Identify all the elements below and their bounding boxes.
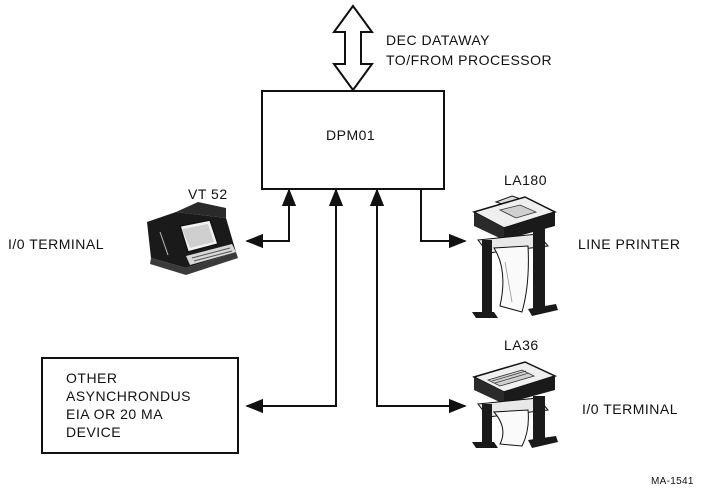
la180-role-label: LINE PRINTER — [578, 236, 681, 252]
figure-id: MA-1541 — [651, 476, 694, 487]
vt52-terminal-icon — [147, 202, 238, 275]
dataway-label-line2: TO/FROM PROCESSOR — [386, 52, 553, 68]
la36-model-label: LA36 — [504, 337, 539, 353]
other-device-line3: EIA OR 20 MA — [66, 406, 164, 422]
la36-printer-icon — [471, 361, 558, 448]
la36-role-label: I/0 TERMINAL — [582, 401, 678, 417]
other-device-link — [245, 188, 344, 414]
vt52-link — [245, 188, 297, 249]
dpm01-box — [261, 90, 445, 190]
la36-link — [369, 188, 467, 414]
dataway-double-arrow — [332, 4, 374, 92]
other-device-line4: DEVICE — [66, 424, 122, 440]
la180-model-label: LA180 — [504, 172, 547, 188]
other-device-box — [41, 357, 239, 454]
la180-printer-icon — [472, 195, 558, 318]
dataway-label-line1: DEC DATAWAY — [386, 32, 491, 48]
dpm01-label: DPM01 — [326, 127, 376, 143]
other-device-line2: ASYNCHRONDUS — [66, 388, 192, 404]
la180-link — [420, 190, 467, 249]
vt52-model-label: VT 52 — [188, 186, 228, 202]
vt52-role-label: I/0 TERMINAL — [8, 236, 104, 252]
other-device-line1: OTHER — [66, 370, 118, 386]
